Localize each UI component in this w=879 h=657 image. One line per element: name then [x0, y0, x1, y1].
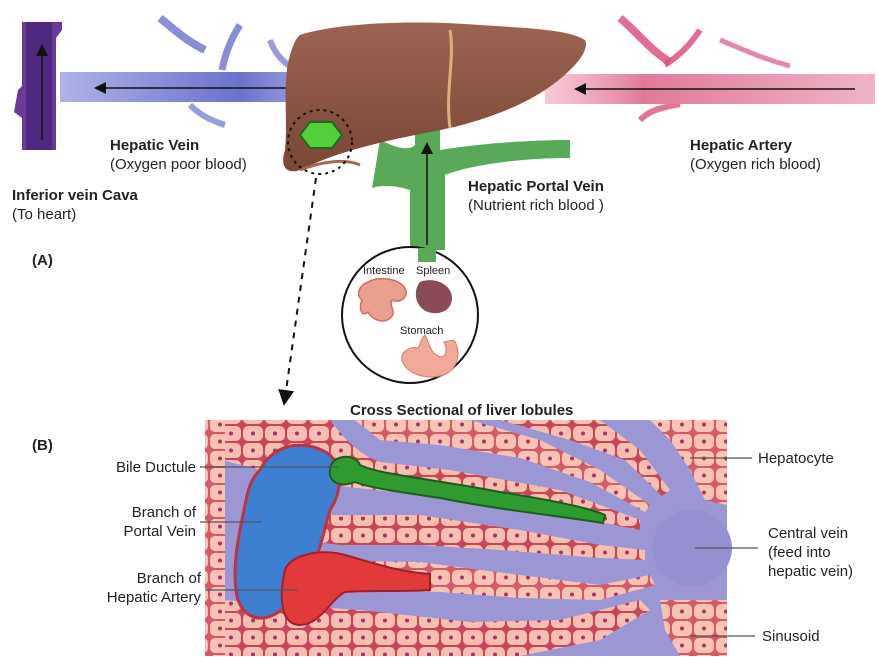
hepatic-artery-title: Hepatic Artery [690, 137, 793, 154]
lobule-cross-section [205, 420, 732, 656]
panel-b-marker: (B) [32, 437, 53, 454]
hepatocyte-label: Hepatocyte [758, 450, 834, 467]
central-vein-label-line3: hepatic vein) [768, 563, 853, 580]
inferior-vena-cava-vessel [14, 22, 62, 150]
portal-vein-branch-label-line2: Portal Vein [123, 523, 196, 540]
hepatic-portal-vein-title: Hepatic Portal Vein [468, 178, 604, 195]
spleen-label: Spleen [416, 265, 450, 277]
central-vein-label-line1: Central vein [768, 525, 848, 542]
bile-ductule-label: Bile Ductule [116, 459, 196, 476]
hepatic-artery-branch-label-line1: Branch of [137, 570, 202, 587]
panel-a: Inferior vein Cava (To heart) Hepatic Ve… [12, 18, 875, 398]
sinusoid-label: Sinusoid [762, 628, 820, 645]
intestine-label: Intestine [363, 265, 405, 277]
inferior-vena-cava-subtitle: (To heart) [12, 206, 76, 223]
hepatic-artery-subtitle: (Oxygen rich blood) [690, 156, 821, 173]
stomach-label: Stomach [400, 325, 443, 337]
hepatic-artery-vessel [545, 18, 875, 120]
lobule-title: Cross Sectional of liver lobules [350, 402, 573, 419]
central-vein-label-line2: (feed into [768, 544, 831, 561]
hepatic-artery-branch-label-line2: Hepatic Artery [107, 589, 202, 606]
hepatic-portal-vein-subtitle: (Nutrient rich blood ) [468, 197, 604, 214]
panel-a-marker: (A) [32, 252, 53, 269]
hepatic-vein-title: Hepatic Vein [110, 137, 199, 154]
inferior-vena-cava-title: Inferior vein Cava [12, 187, 139, 204]
hepatocyte-plate [205, 420, 225, 656]
hepatic-vein-subtitle: (Oxygen poor blood) [110, 156, 247, 173]
panel-b: Cross Sectional of liver lobules (B) [32, 402, 853, 656]
portal-vein-branch-label-line1: Branch of [132, 504, 197, 521]
zoom-arrow [285, 178, 316, 398]
